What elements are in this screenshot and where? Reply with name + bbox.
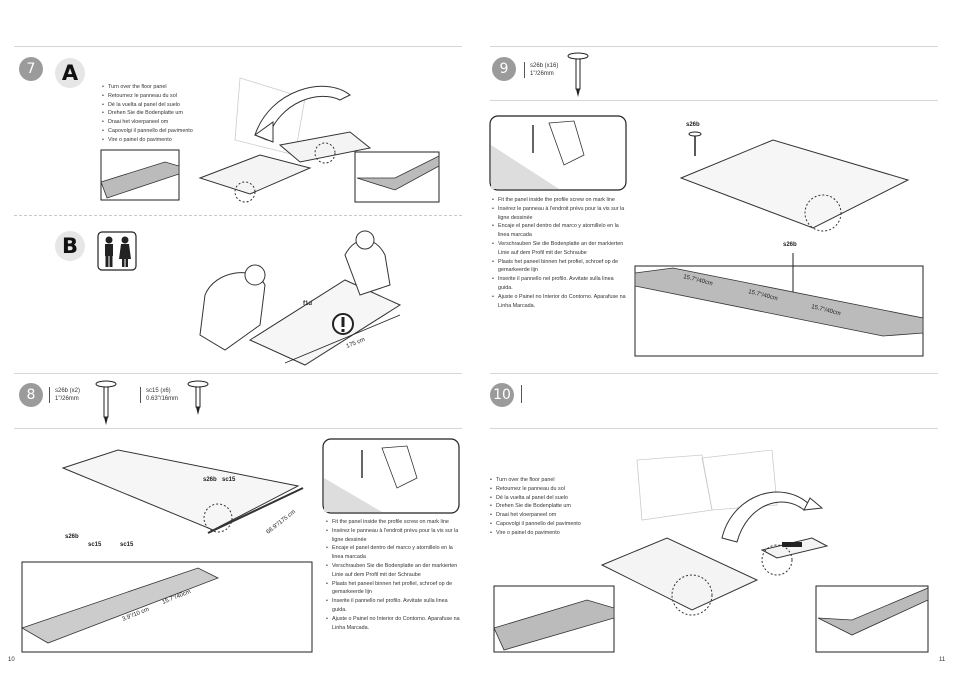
- page-number-right: 11: [939, 657, 946, 663]
- list-item: Draai het vloerpaneel om: [490, 511, 630, 520]
- dim-175-label: 175 cm: [346, 337, 367, 350]
- s26b-label: s26b: [783, 242, 797, 248]
- fit-panel-instructions-9: Fit the panel inside the profile screw o…: [492, 196, 626, 310]
- screw-icon: [95, 380, 117, 425]
- list-item: Draai het vloerpaneel om: [102, 118, 242, 127]
- screw-icon: [567, 52, 589, 97]
- list-item: Insérez le panneau à l'endroit prévu pou…: [492, 205, 626, 223]
- s26b-label: s26b: [65, 534, 79, 540]
- step-9-illustration: s26b s26b 15.7"/40cm 15.7"/40cm 15.7"/40…: [634, 122, 924, 357]
- screw-spec-s26b: s26b (x2) 1"/26mm: [49, 387, 80, 403]
- warning-icon: [332, 313, 354, 335]
- list-item: Drehen Sie die Bodenplatte um: [102, 109, 242, 118]
- step-7a-illustration: [100, 77, 440, 203]
- list-item: Capovolgi il pannello del pavimento: [102, 127, 242, 136]
- list-item: Turn over the floor panel: [102, 83, 242, 92]
- dim-689-label: 68.9"/175 cm: [266, 509, 297, 535]
- list-item: Drehen Sie die Bodenplatte um: [490, 502, 630, 511]
- list-item: Turn over the floor panel: [490, 476, 630, 485]
- screw-spec-s26b: s26b (x16) 1"/26mm: [524, 62, 558, 78]
- list-item: Verschrauben Sie die Bodenplatte an der …: [326, 562, 460, 580]
- list-item: Dé la vuelta al panel del suelo: [490, 494, 630, 503]
- list-item: Plaats het paneel binnen het profiel, sc…: [492, 258, 626, 276]
- list-item: Encaje el panel dentro del marco y atorn…: [326, 544, 460, 562]
- spec-code: s26b (x16): [530, 63, 559, 69]
- spec-size: 1"/26mm: [530, 71, 554, 77]
- step-7-number: 7: [19, 57, 43, 81]
- two-person-icon: [97, 231, 137, 271]
- list-item: Ajuste o Painel no Interior do Contorno.…: [326, 615, 460, 633]
- s26b-label: s26b: [686, 122, 700, 128]
- list-item: Retournez le panneau du sol: [490, 485, 630, 494]
- step-7-sub-b: B: [55, 231, 85, 261]
- spec-code: s26b (x2): [55, 388, 81, 394]
- list-item: Inserite il pannello nel profilo. Avvita…: [326, 597, 460, 615]
- list-item: Encaje el panel dentro del marco y atorn…: [492, 222, 626, 240]
- step-7b-illustration: 175 cm f1d: [199, 230, 402, 366]
- sc15-label: sc15: [120, 542, 134, 548]
- fit-panel-instructions-8: Fit the panel inside the profile screw o…: [326, 518, 460, 632]
- list-item: Dé la vuelta al panel del suelo: [102, 101, 242, 110]
- list-item: Retournez le panneau du sol: [102, 92, 242, 101]
- f1d-label: f1d: [303, 301, 312, 307]
- step-9-number: 9: [492, 57, 516, 81]
- spec-size: 0.63"/16mm: [146, 396, 179, 402]
- list-item: Capovolgi il pannello del pavimento: [490, 520, 630, 529]
- turn-over-instructions-10: Turn over the floor panel Retournez le p…: [490, 476, 630, 538]
- spec-code: sc15 (x6): [146, 388, 171, 394]
- drill-detail-box: [489, 115, 627, 191]
- step-8-illustration: s26b sc15 68.9"/175 cm s26b sc15 sc15 3.…: [21, 449, 313, 653]
- list-item: Vire o painel do pavimento: [490, 529, 630, 538]
- list-item: Plaats het paneel binnen het profiel, sc…: [326, 580, 460, 598]
- step-8-number: 8: [19, 383, 43, 407]
- list-item: Fit the panel inside the profile screw o…: [326, 518, 460, 527]
- s26b-label: s26b: [203, 477, 217, 483]
- list-item: Verschrauben Sie die Bodenplatte an der …: [492, 240, 626, 258]
- page-number-left: 10: [8, 657, 15, 663]
- list-item: Fit the panel inside the profile screw o…: [492, 196, 626, 205]
- drill-detail-box: [322, 438, 460, 514]
- sc15-label: sc15: [88, 542, 102, 548]
- step-10-number: 10: [490, 383, 514, 407]
- list-item: Insérez le panneau à l'endroit prévu pou…: [326, 527, 460, 545]
- turn-over-instructions-7: Turn over the floor panel Retournez le p…: [102, 83, 242, 145]
- screw-icon: [187, 380, 209, 415]
- step-7-sub-a: A: [55, 58, 85, 88]
- list-item: Vire o painel do pavimento: [102, 136, 242, 145]
- list-item: Ajuste o Painel no Interior do Contorno.…: [492, 293, 626, 311]
- screw-spec-sc15: sc15 (x6) 0.63"/16mm: [140, 387, 178, 403]
- step-10-illustration: [493, 450, 929, 653]
- list-item: Inserite il pannello nel profilo. Avvita…: [492, 275, 626, 293]
- sc15-label: sc15: [222, 477, 236, 483]
- spec-size: 1"/26mm: [55, 396, 79, 402]
